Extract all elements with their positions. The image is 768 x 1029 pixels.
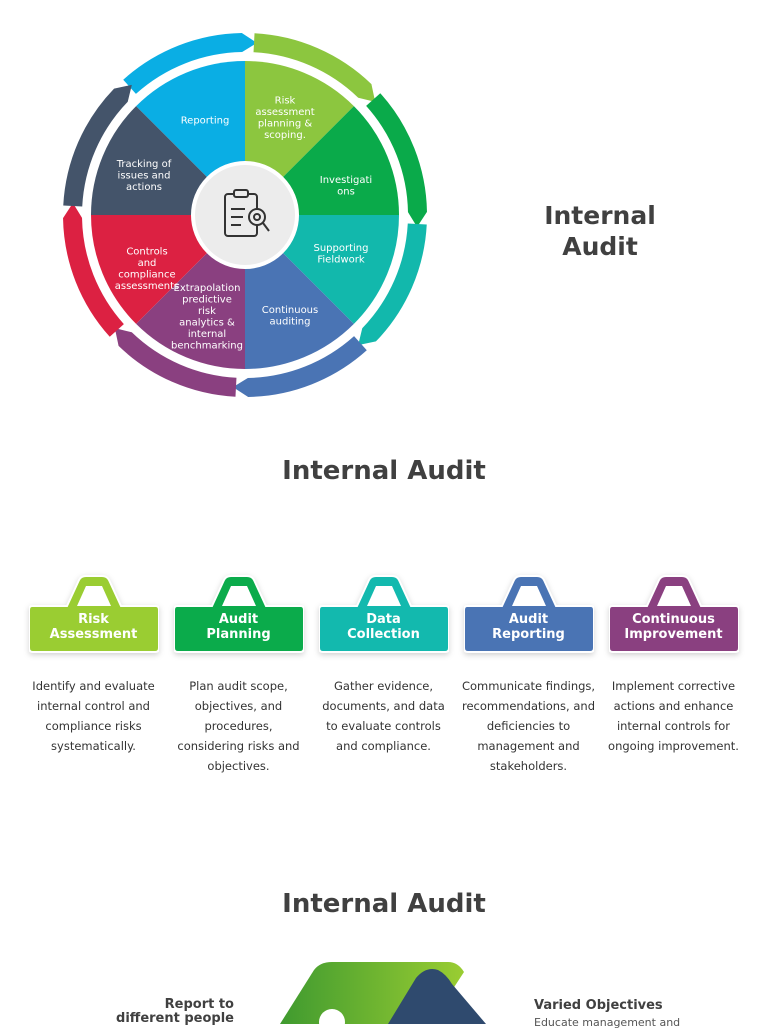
step-title-line2: Assessment: [49, 627, 138, 642]
side-title-line1: Internal: [544, 201, 656, 230]
section-title-2: Internal Audit: [282, 456, 486, 486]
side-title: Internal Audit: [520, 200, 680, 262]
step-badge-shape: [463, 575, 594, 653]
number-circle: [319, 1009, 345, 1024]
step-description: Communicate findings, recommendations, a…: [461, 679, 596, 773]
step-title-line2: Planning: [206, 627, 271, 642]
wheel-center-hub: [191, 161, 299, 269]
bottom-infographic: [280, 962, 486, 1024]
wheel-arrow-0: [123, 33, 258, 94]
navy-arch-shape: [388, 969, 486, 1024]
varied-objectives-sub: Educate management and: [534, 1016, 681, 1029]
wheel-arrow-4: [232, 336, 367, 397]
wheel-arrow-6: [63, 202, 124, 337]
varied-objectives-label: Varied Objectives: [534, 998, 663, 1013]
step-title-line2: Improvement: [624, 627, 723, 642]
step-title-line1: Audit: [218, 612, 259, 627]
report-to-people-label: Report to different people: [116, 997, 234, 1026]
step-title-line1: Continuous: [632, 612, 715, 627]
step-description: Plan audit scope, objectives, and proced…: [177, 679, 300, 773]
wheel-arrow-3: [358, 223, 427, 346]
step-title-line2: Reporting: [492, 627, 565, 642]
clipboard-gear-icon: [224, 189, 270, 237]
wheel-arrow-1: [253, 33, 376, 102]
step-badge-shape: [318, 575, 449, 653]
step-description: Gather evidence, documents, and data to …: [322, 679, 445, 753]
step-title-line2: Collection: [347, 627, 420, 642]
step-description: Identify and evaluate internal control a…: [32, 679, 155, 753]
step-title-line1: Risk: [78, 612, 109, 627]
wheel-segment-label-0: Reporting: [181, 116, 230, 127]
step-title-line1: Data: [366, 612, 401, 627]
step-title-line1: Audit: [508, 612, 549, 627]
section-title-3: Internal Audit: [282, 889, 486, 919]
wheel-arrow-5: [114, 328, 237, 397]
side-title-line2: Audit: [562, 232, 638, 261]
wheel-arrow-2: [366, 93, 427, 228]
step-description: Implement corrective actions and enhance…: [608, 679, 739, 753]
wheel-arrow-7: [63, 84, 132, 207]
